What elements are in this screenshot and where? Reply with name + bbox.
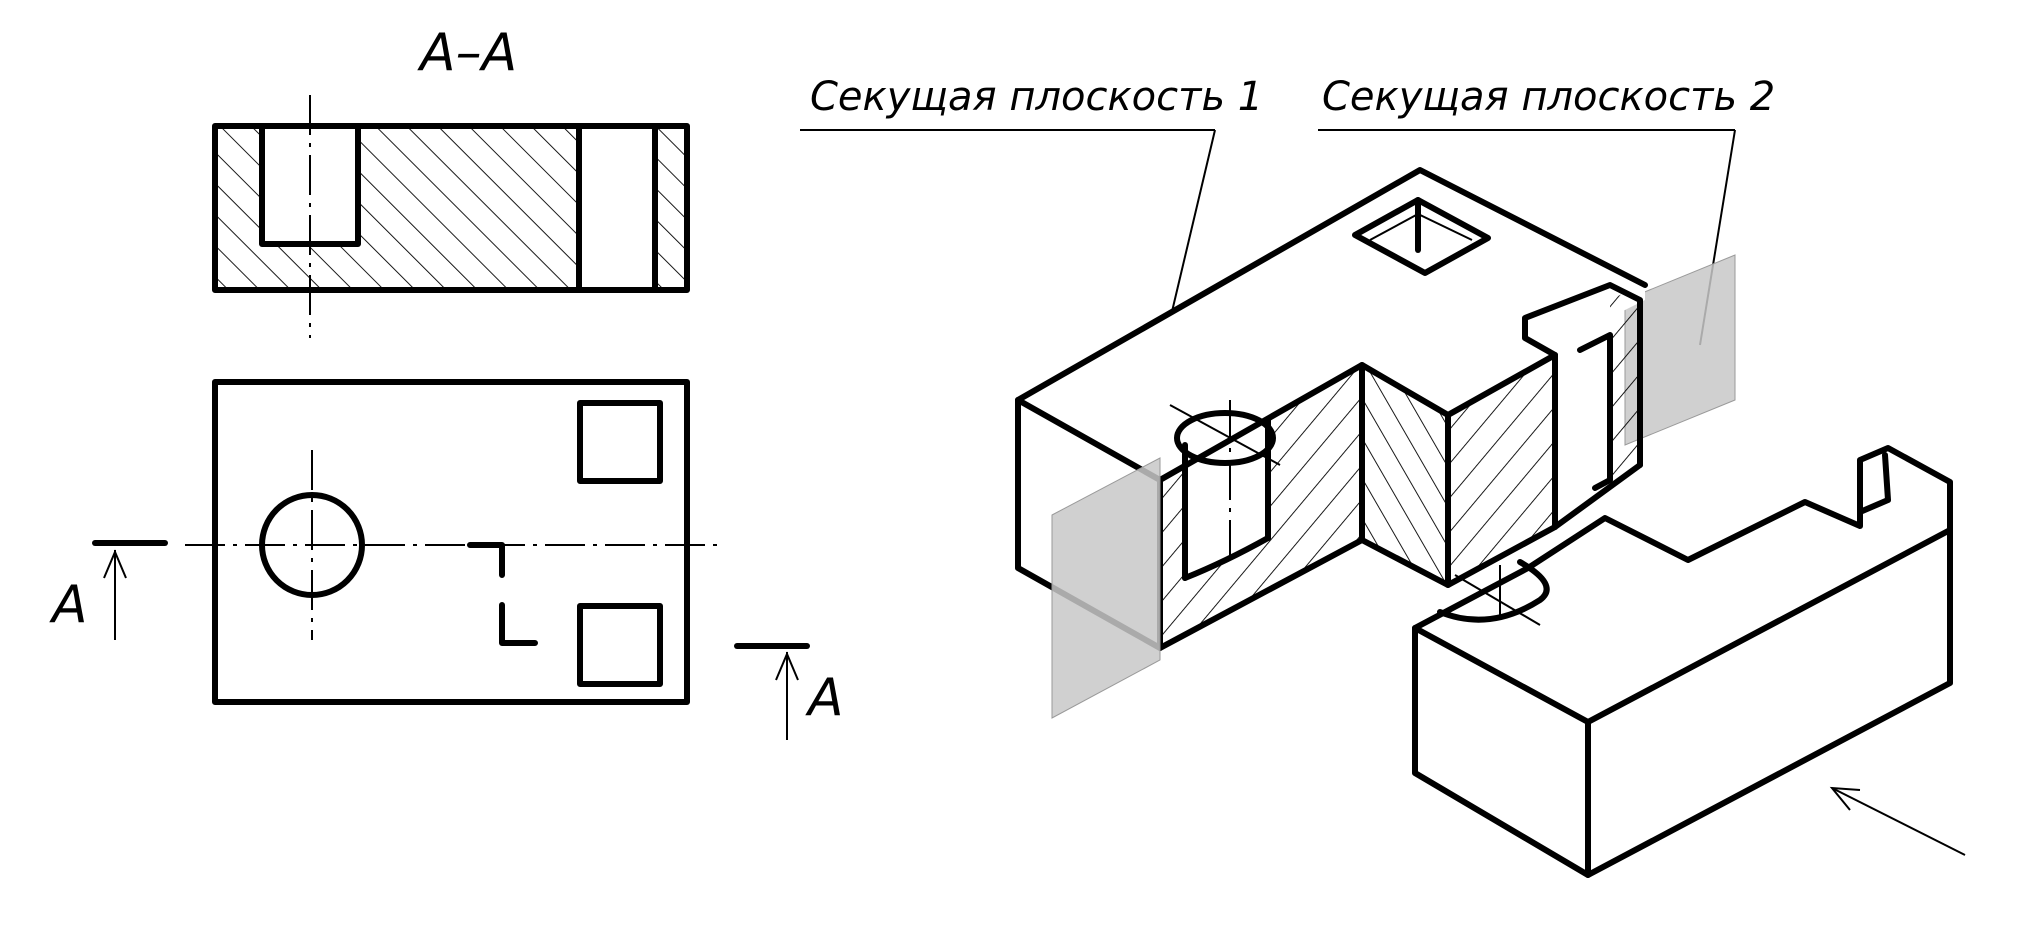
plane-label-1: Секущая плоскость 1 (810, 74, 1263, 120)
top-view: А А (49, 379, 844, 740)
cutting-plane-1 (1051, 457, 1161, 719)
cut-marker-right: А (734, 643, 844, 740)
plane-label-2: Секущая плоскость 2 (1322, 74, 1775, 120)
section-outline (212, 123, 690, 293)
view-direction-arrow (1829, 786, 1966, 856)
section-title: А–А (417, 23, 517, 83)
top-view-outline (212, 379, 690, 705)
square-pocket-top (577, 400, 663, 484)
square-pocket-bottom (577, 603, 663, 687)
cut-letter-left: А (49, 575, 88, 635)
isometric-part-removed (1412, 332, 1953, 878)
cut-marker-left: А (49, 540, 168, 640)
section-view: А–А (212, 23, 690, 338)
cut-letter-right: А (805, 668, 844, 728)
